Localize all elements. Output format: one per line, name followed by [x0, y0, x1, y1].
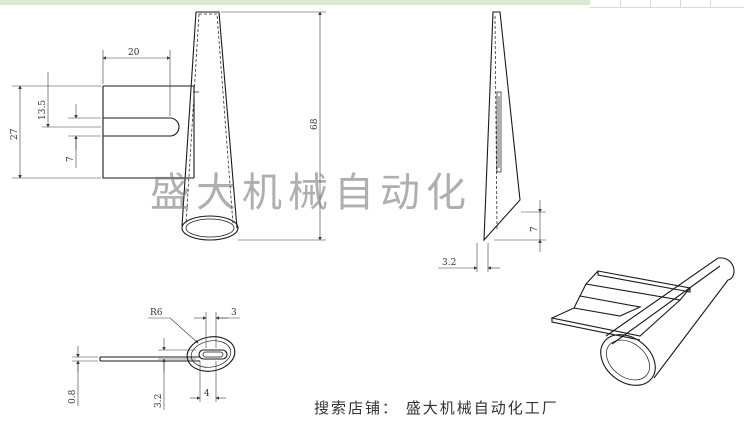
top-table-edge: [590, 0, 744, 8]
dim-27-label: 27: [10, 128, 20, 140]
dim-20: 20: [102, 48, 171, 116]
dim-r6-label: R6: [150, 308, 163, 318]
dim-side-7: 7: [494, 200, 546, 252]
isometric-view: [550, 257, 735, 386]
dim-plate-0-8: 0.8: [68, 346, 98, 406]
dim-section-3-2-label: 3.2: [154, 394, 164, 408]
dim-27: 27: [10, 85, 101, 179]
dim-7-slot: 7: [66, 104, 101, 168]
section-view: [99, 336, 236, 372]
dim-plate-0-8-label: 0.8: [68, 389, 78, 404]
dim-side-3-2-label: 3.2: [442, 258, 456, 268]
dim-r6: R6: [148, 308, 199, 344]
front-view: [102, 11, 239, 241]
dim-side-7-label: 7: [530, 226, 540, 232]
top-toolbar-strip: [0, 0, 590, 5]
dim-7-slot-label: 7: [66, 156, 76, 162]
dim-13-5: 13.5: [38, 72, 101, 128]
dim-68: 68: [221, 11, 326, 241]
watermark-text: 盛大机械自动化: [150, 170, 472, 216]
dim-13-5-label: 13.5: [38, 100, 48, 120]
dim-top-3-label: 3: [231, 308, 237, 318]
dim-top-3: 3: [194, 308, 240, 348]
footer-shop-text: 搜索店铺： 盛大机械自动化工厂: [314, 399, 559, 417]
dim-section-3-2: 3.2: [154, 338, 196, 410]
dim-68-label: 68: [310, 118, 320, 130]
dim-bottom-4-label: 4: [204, 389, 210, 399]
dim-bottom-4: 4: [190, 361, 226, 402]
dim-side-3-2: 3.2: [438, 243, 500, 272]
side-view: [483, 11, 521, 242]
dim-20-label: 20: [128, 48, 140, 58]
